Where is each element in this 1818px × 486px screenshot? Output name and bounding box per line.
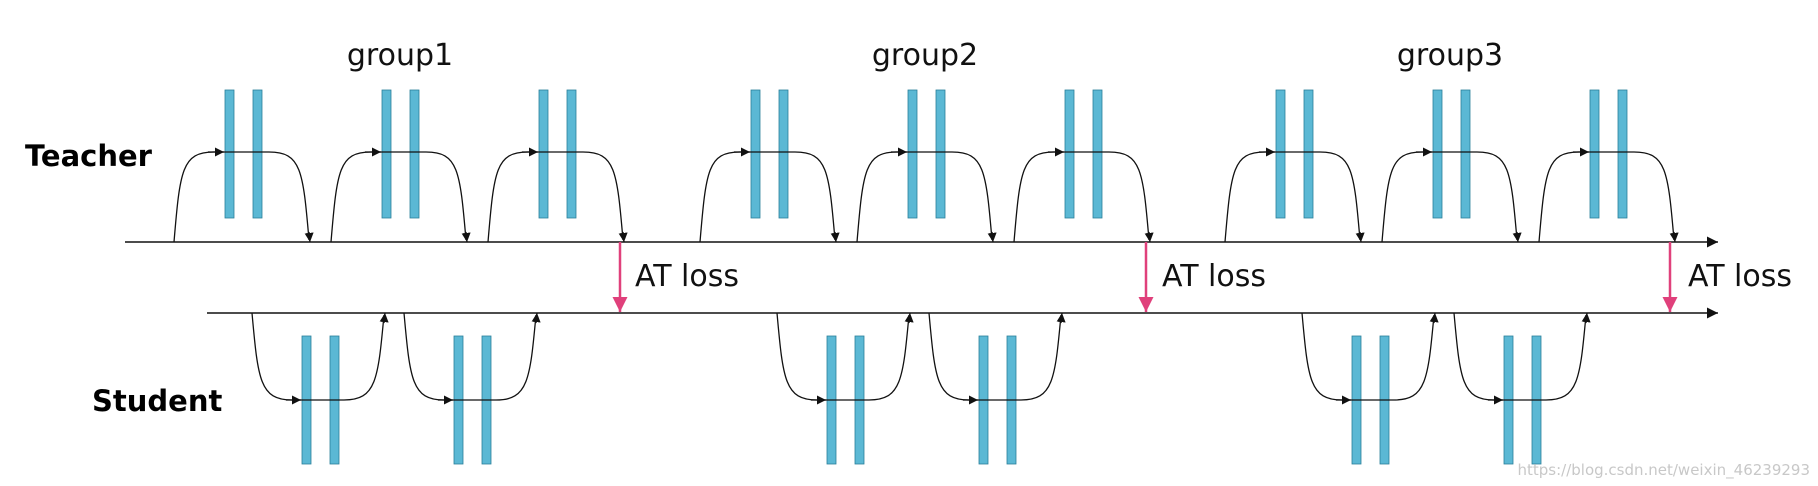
teacher-layer	[224, 89, 235, 219]
teacher-connection	[487, 151, 624, 243]
teacher-block	[330, 89, 471, 243]
student-block	[776, 312, 914, 465]
teacher-layer	[1589, 89, 1600, 219]
at-loss-label-1: AT loss	[635, 259, 739, 294]
teacher-connection	[1538, 151, 1675, 243]
teacher-connection-arrow	[830, 231, 840, 243]
student-connection-arrow	[531, 312, 541, 324]
teacher-connection-arrow	[987, 231, 997, 243]
teacher-layer	[252, 89, 263, 219]
student-connection	[776, 312, 910, 401]
teacher-layer	[935, 89, 946, 219]
teacher-blocks	[173, 89, 1679, 243]
teacher-connection	[1013, 151, 1150, 243]
student-connection	[1301, 312, 1435, 401]
student-connection-arrow	[1581, 312, 1591, 324]
student-connection	[928, 312, 1062, 401]
teacher-block	[1013, 89, 1154, 243]
student-connection	[1453, 312, 1587, 401]
teacher-layer	[1092, 89, 1103, 219]
student-block	[1301, 312, 1439, 465]
teacher-connection	[699, 151, 836, 243]
watermark: https://blog.csdn.net/weixin_46239293	[1517, 461, 1810, 480]
teacher-connection-arrow	[461, 231, 471, 243]
student-block	[403, 312, 541, 465]
teacher-block	[487, 89, 628, 243]
teacher-layer	[778, 89, 789, 219]
teacher-connection-arrow	[1355, 231, 1365, 243]
student-connection-arrow	[379, 312, 389, 324]
teacher-layer	[409, 89, 420, 219]
at-loss-label-3: AT loss	[1688, 259, 1792, 294]
student-label: Student	[92, 384, 222, 418]
teacher-block	[1381, 89, 1522, 243]
teacher-layer	[1432, 89, 1443, 219]
teacher-connection	[856, 151, 993, 243]
teacher-label: Teacher	[25, 139, 153, 173]
teacher-connection	[330, 151, 467, 243]
teacher-connection-arrow	[1669, 231, 1679, 243]
teacher-layer	[1303, 89, 1314, 219]
teacher-layer	[1064, 89, 1075, 219]
teacher-layer	[566, 89, 577, 219]
teacher-block	[699, 89, 840, 243]
student-connection-arrow	[1056, 312, 1066, 324]
student-connection	[251, 312, 385, 401]
teacher-connection	[1224, 151, 1361, 243]
teacher-connection	[173, 151, 310, 243]
student-blocks	[251, 312, 1591, 465]
at-loss-label-2: AT loss	[1162, 259, 1266, 294]
teacher-layer	[538, 89, 549, 219]
student-block	[928, 312, 1066, 465]
teacher-layer	[907, 89, 918, 219]
teacher-connection-arrow	[1512, 231, 1522, 243]
teacher-connection	[1381, 151, 1518, 243]
teacher-block	[173, 89, 314, 243]
teacher-block	[856, 89, 997, 243]
student-connection	[403, 312, 537, 401]
student-block	[251, 312, 389, 465]
teacher-layer	[1460, 89, 1471, 219]
group-label-1: group1	[347, 38, 453, 73]
group-label-3: group3	[1397, 38, 1503, 73]
teacher-connection-arrow	[1144, 231, 1154, 243]
teacher-block	[1224, 89, 1365, 243]
teacher-connection-arrow	[618, 231, 628, 243]
teacher-layer	[1275, 89, 1286, 219]
teacher-connection-arrow	[304, 231, 314, 243]
group-label-2: group2	[872, 38, 978, 73]
teacher-layer	[750, 89, 761, 219]
student-connection-arrow	[904, 312, 914, 324]
student-block	[1453, 312, 1591, 465]
student-connection-arrow	[1429, 312, 1439, 324]
teacher-block	[1538, 89, 1679, 243]
teacher-layer	[381, 89, 392, 219]
teacher-layer	[1617, 89, 1628, 219]
